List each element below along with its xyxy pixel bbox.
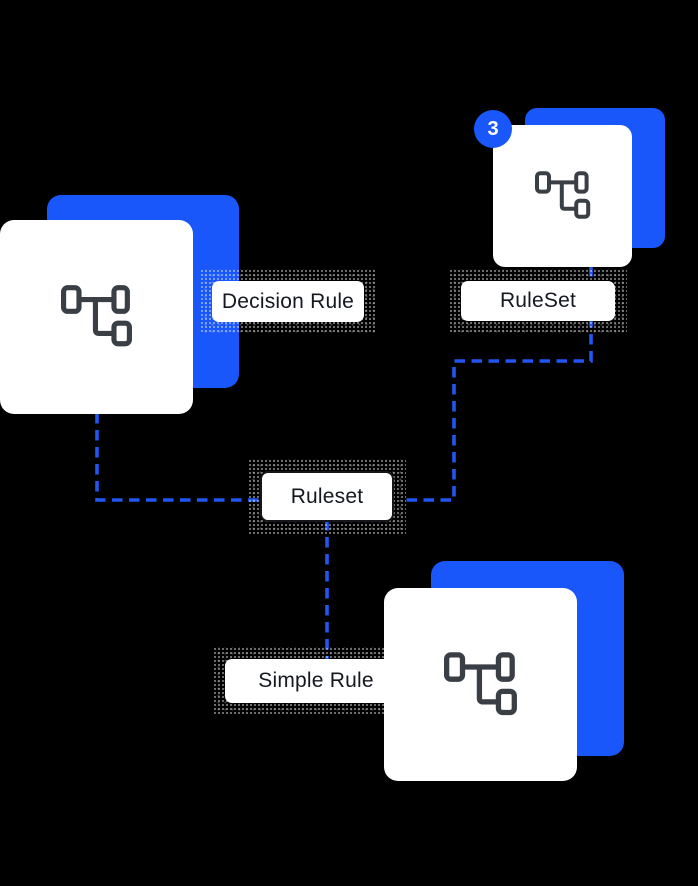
decision-rule-label: Decision Rule bbox=[212, 281, 364, 322]
rule-set-label-text: RuleSet bbox=[499, 289, 577, 312]
ruleset-junction-label: Ruleset bbox=[260, 471, 394, 522]
tree-hierarchy-icon bbox=[534, 171, 590, 219]
rule-set-label-halo: RuleSet bbox=[449, 269, 627, 333]
tree-hierarchy-icon bbox=[60, 285, 132, 347]
decision-rule-card bbox=[0, 220, 193, 414]
decision-rule-label-text: Decision Rule bbox=[221, 289, 355, 313]
rule-set-card bbox=[493, 125, 632, 267]
simple-rule-label: Simple Rule bbox=[225, 659, 407, 703]
ruleset-junction-label-text: Ruleset bbox=[290, 484, 364, 508]
simple-rule-label-halo: Simple Rule bbox=[213, 647, 419, 715]
decision-rule-label-halo: Decision Rule bbox=[200, 269, 376, 334]
simple-rule-label-text: Simple Rule bbox=[258, 669, 374, 692]
step-badge-number: 3 bbox=[487, 117, 499, 140]
ruleset-junction-halo: Ruleset bbox=[248, 459, 406, 534]
step-badge: 3 bbox=[474, 110, 512, 148]
tree-hierarchy-icon bbox=[443, 651, 517, 715]
connector-decision-to-junction bbox=[95, 413, 266, 502]
rule-set-label: RuleSet bbox=[461, 281, 615, 321]
simple-rule-card bbox=[384, 588, 577, 781]
